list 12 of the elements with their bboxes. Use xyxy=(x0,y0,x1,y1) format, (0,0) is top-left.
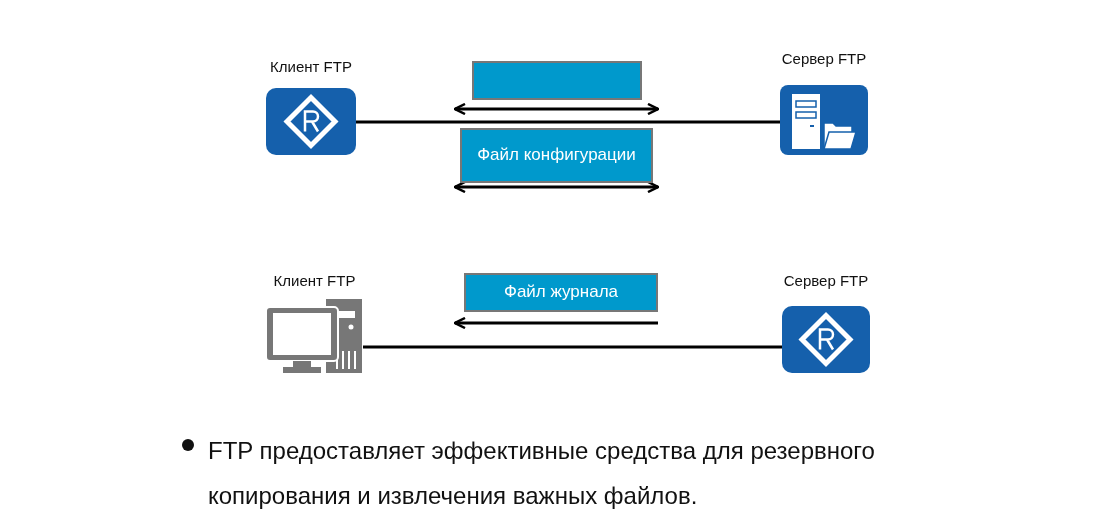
message-box xyxy=(464,273,658,312)
message-label: Файл конфигурации xyxy=(477,144,636,167)
bullet-text: FTP предоставляет эффективные средства для резервного копирования и извлечения важных файлов. xyxy=(208,436,876,511)
blank-message-box xyxy=(472,61,642,100)
device-label: Сервер FTP xyxy=(780,50,868,67)
device-label: Клиент FTP xyxy=(272,272,357,289)
connection-line xyxy=(363,345,782,349)
connection-line xyxy=(356,120,780,124)
device-label: Клиент FTP xyxy=(269,58,353,75)
message-label: Файл журнала xyxy=(503,281,619,304)
device-label: Сервер FTP xyxy=(782,272,870,289)
message-box xyxy=(460,128,653,183)
